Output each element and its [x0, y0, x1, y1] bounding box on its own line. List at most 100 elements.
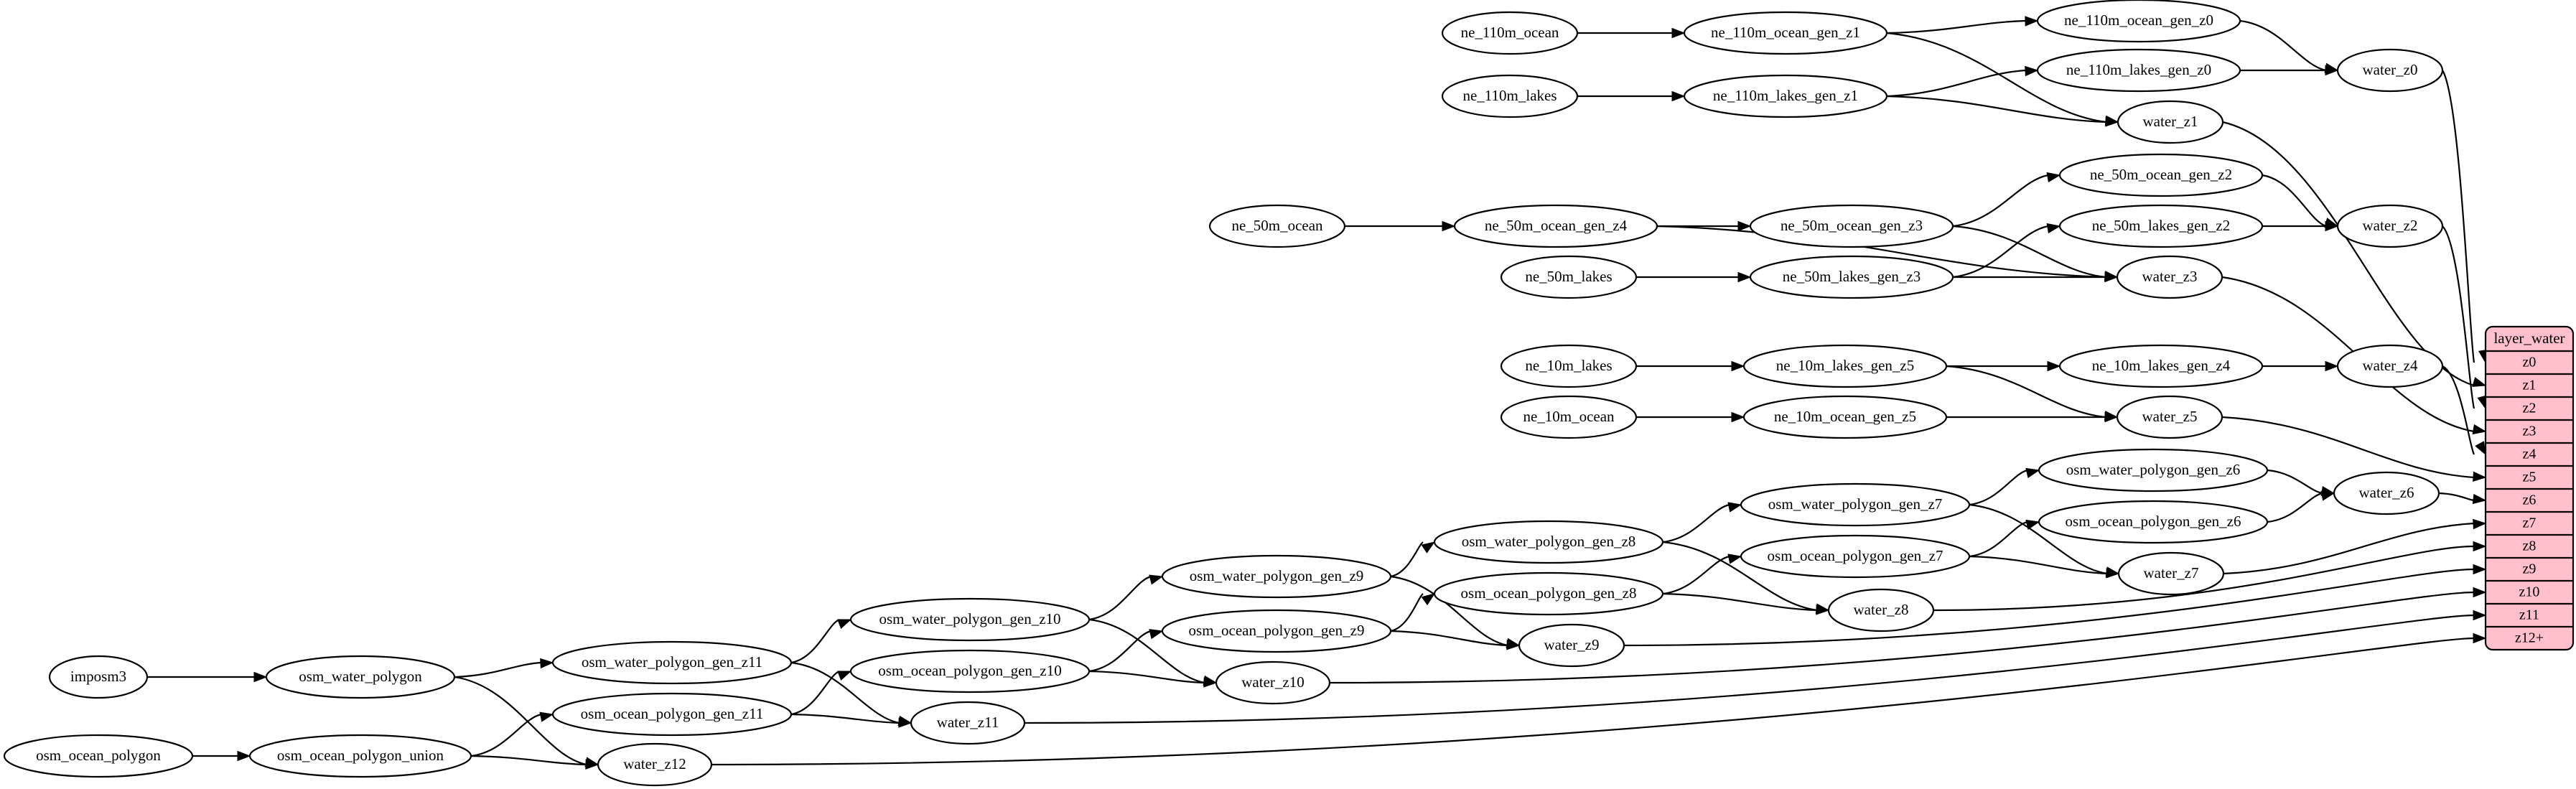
- node-water_z4[interactable]: water_z4: [2336, 344, 2444, 388]
- node-shape: [1433, 571, 1664, 616]
- node-ne_10m_lakes_gen_z5[interactable]: ne_10m_lakes_gen_z5: [1742, 344, 1948, 388]
- arrowhead: [2325, 220, 2339, 232]
- node-water_z10[interactable]: water_z10: [1215, 660, 1331, 705]
- node-shape: [1453, 204, 1658, 248]
- edge-water_z6-to-layer_water-z6: [2438, 492, 2475, 502]
- node-shape: [48, 655, 149, 699]
- node-ne_10m_lakes[interactable]: ne_10m_lakes: [1500, 344, 1638, 388]
- node-ne_50m_ocean_gen_z4[interactable]: ne_50m_ocean_gen_z4: [1453, 204, 1658, 248]
- arrowhead: [2325, 65, 2339, 76]
- node-ne_110m_ocean_gen_z0[interactable]: ne_110m_ocean_gen_z0: [2036, 0, 2241, 43]
- node-water_z0[interactable]: water_z0: [2336, 48, 2444, 93]
- node-ne_110m_ocean[interactable]: ne_110m_ocean: [1441, 11, 1579, 55]
- node-water_z9[interactable]: water_z9: [1518, 623, 1625, 668]
- node-osm_ocean_polygon_gen_z7[interactable]: osm_ocean_polygon_gen_z7: [1740, 534, 1971, 579]
- edge-osm_water_polygon_gen_z10-to-osm_water_polygon_gen_z9: [1088, 575, 1152, 621]
- edge-water_z4-to-layer_water-z4: [2442, 365, 2475, 455]
- node-water_z3[interactable]: water_z3: [2116, 255, 2223, 299]
- node-osm_ocean_polygon_gen_z6[interactable]: osm_ocean_polygon_gen_z6: [2038, 500, 2269, 544]
- node-label: water_z1: [2143, 113, 2198, 130]
- node-ne_50m_lakes[interactable]: ne_50m_lakes: [1500, 255, 1638, 299]
- node-ne_50m_lakes_gen_z2[interactable]: ne_50m_lakes_gen_z2: [2058, 204, 2264, 248]
- arrowhead: [253, 671, 268, 683]
- node-osm_water_polygon_gen_z8[interactable]: osm_water_polygon_gen_z8: [1433, 520, 1664, 564]
- layer-water-row-label: z3: [2523, 424, 2537, 439]
- edge-water_z0-to-layer_water-z0: [2442, 70, 2475, 363]
- node-osm_water_polygon_gen_z10[interactable]: osm_water_polygon_gen_z10: [849, 597, 1091, 642]
- node-shape: [2036, 48, 2241, 93]
- node-label: ne_50m_ocean_gen_z3: [1781, 217, 1923, 234]
- arrowhead: [2325, 360, 2339, 372]
- layer-water-row-label: z2: [2523, 401, 2537, 416]
- node-shape: [2333, 471, 2440, 515]
- node-osm_ocean_polygon_gen_z10[interactable]: osm_ocean_polygon_gen_z10: [849, 649, 1091, 694]
- node-ne_50m_lakes_gen_z3[interactable]: ne_50m_lakes_gen_z3: [1749, 255, 1954, 299]
- node-osm_ocean_polygon_gen_z9[interactable]: osm_ocean_polygon_gen_z9: [1161, 609, 1392, 653]
- node-label: osm_water_polygon_gen_z6: [2066, 461, 2241, 478]
- arrowhead: [1727, 502, 1742, 513]
- arrowhead: [2472, 493, 2487, 505]
- node-water_z8[interactable]: water_z8: [1827, 588, 1935, 632]
- node-shape: [849, 649, 1091, 694]
- node-ne_10m_ocean_gen_z5[interactable]: ne_10m_ocean_gen_z5: [1742, 395, 1948, 439]
- edge-osm_ocean_polygon_gen_z11-to-water_z11: [790, 713, 900, 724]
- node-label: ne_10m_ocean_gen_z5: [1774, 408, 1916, 425]
- edge-osm_water_polygon_gen_z8-to-osm_water_polygon_gen_z7: [1662, 503, 1730, 543]
- arrowhead: [1421, 593, 1436, 606]
- node-label: water_z10: [1241, 673, 1304, 691]
- node-osm_water_polygon_gen_z9[interactable]: osm_water_polygon_gen_z9: [1161, 554, 1392, 599]
- node-osm_ocean_polygon[interactable]: osm_ocean_polygon: [3, 734, 194, 778]
- node-water_z12[interactable]: water_z12: [597, 742, 713, 787]
- arrowhead: [539, 711, 554, 722]
- layer-water-row-label: z10: [2519, 584, 2540, 600]
- node-shape: [2036, 0, 2241, 43]
- node-water_z6[interactable]: water_z6: [2333, 471, 2440, 515]
- node-label: ne_110m_lakes_gen_z1: [1713, 87, 1858, 104]
- node-osm_water_polygon_gen_z6[interactable]: osm_water_polygon_gen_z6: [2038, 448, 2269, 492]
- node-osm_ocean_polygon_union[interactable]: osm_ocean_polygon_union: [248, 734, 472, 778]
- node-water_z1[interactable]: water_z1: [2117, 100, 2224, 144]
- record-table-layer: z0z1z2z3z4z5z6z7z8z9z10z11z12+layer_wate…: [2484, 325, 2575, 651]
- node-shape: [2058, 204, 2264, 248]
- edge-water_z10-to-layer_water-z10: [1329, 591, 2475, 684]
- node-label: water_z7: [2144, 564, 2199, 582]
- arrowhead: [2047, 360, 2061, 372]
- node-label: osm_water_polygon_gen_z7: [1768, 495, 1943, 513]
- node-ne_10m_lakes_gen_z4[interactable]: ne_10m_lakes_gen_z4: [2058, 344, 2264, 388]
- node-osm_ocean_polygon_gen_z8[interactable]: osm_ocean_polygon_gen_z8: [1433, 571, 1664, 616]
- node-osm_water_polygon[interactable]: osm_water_polygon: [265, 655, 456, 699]
- edge-osm_ocean_polygon_union-to-water_z12: [470, 755, 587, 766]
- edge-ne_50m_ocean_gen_z4-to-water_z3: [1656, 225, 2106, 279]
- arrowhead: [2473, 471, 2487, 482]
- node-ne_110m_lakes_gen_z0[interactable]: ne_110m_lakes_gen_z0: [2036, 48, 2241, 93]
- node-ne_110m_ocean_gen_z1[interactable]: ne_110m_ocean_gen_z1: [1683, 11, 1888, 55]
- node-shape: [2336, 48, 2444, 93]
- node-label: ne_110m_ocean_gen_z1: [1711, 24, 1860, 41]
- node-label: osm_water_polygon_gen_z10: [879, 610, 1060, 627]
- node-osm_ocean_polygon_gen_z11[interactable]: osm_ocean_polygon_gen_z11: [551, 692, 793, 737]
- edge-osm_ocean_polygon_gen_z8-to-osm_ocean_polygon_gen_z7: [1662, 555, 1730, 595]
- node-ne_50m_ocean_gen_z3[interactable]: ne_50m_ocean_gen_z3: [1749, 204, 1954, 248]
- arrowhead: [2475, 441, 2486, 456]
- node-ne_50m_ocean[interactable]: ne_50m_ocean: [1208, 204, 1346, 248]
- edge-osm_ocean_polygon_gen_z6-to-water_z6: [2267, 492, 2323, 523]
- layer-water-row-label: z12+: [2515, 630, 2544, 646]
- node-imposm3[interactable]: imposm3: [48, 655, 149, 699]
- arrowhead: [2025, 467, 2040, 478]
- node-ne_110m_lakes[interactable]: ne_110m_lakes: [1441, 74, 1579, 118]
- layer-water-row-label: z11: [2519, 607, 2539, 623]
- node-ne_10m_ocean[interactable]: ne_10m_ocean: [1500, 395, 1638, 439]
- node-water_z11[interactable]: water_z11: [910, 701, 1026, 745]
- node-water_z2[interactable]: water_z2: [2336, 204, 2444, 248]
- node-osm_water_polygon_gen_z11[interactable]: osm_water_polygon_gen_z11: [551, 640, 793, 685]
- node-water_z5[interactable]: water_z5: [2116, 395, 2223, 439]
- node-label: water_z6: [2359, 484, 2414, 501]
- node-label: water_z8: [1854, 601, 1909, 618]
- node-ne_50m_ocean_gen_z2[interactable]: ne_50m_ocean_gen_z2: [2058, 153, 2264, 197]
- node-osm_water_polygon_gen_z7[interactable]: osm_water_polygon_gen_z7: [1740, 482, 1971, 527]
- node-ne_110m_lakes_gen_z1[interactable]: ne_110m_lakes_gen_z1: [1683, 74, 1888, 118]
- node-water_z7[interactable]: water_z7: [2117, 551, 2225, 596]
- node-shape: [1441, 11, 1579, 55]
- node-label: ne_110m_lakes_gen_z0: [2066, 61, 2211, 78]
